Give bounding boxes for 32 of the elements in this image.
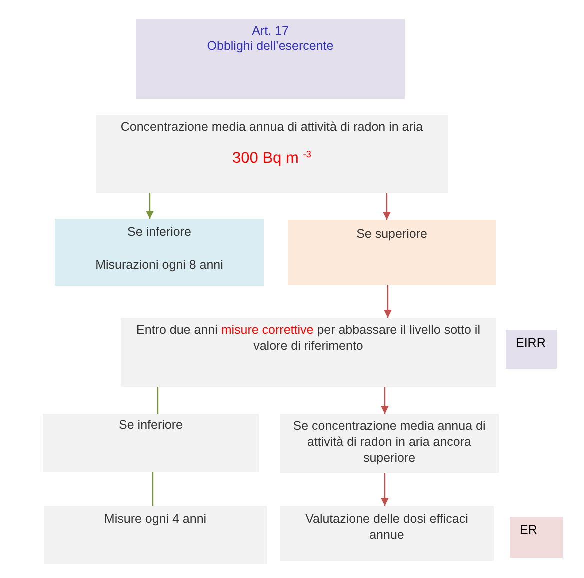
- outcome-box: [43, 414, 259, 472]
- outcome-box: [280, 414, 499, 473]
- box-text: Misure ogni 4 anni: [103, 511, 208, 527]
- arrow: [381, 387, 389, 414]
- tag-label: ER: [520, 522, 538, 538]
- box-heading: Se inferiore: [126, 224, 192, 240]
- box-heading: Se inferiore: [118, 417, 184, 433]
- box-text: Valutazione delle dosi efficaci annue: [304, 511, 470, 543]
- box-text: Se concentrazione media annua di attività di radon in aria ancora superiore: [292, 418, 487, 466]
- tag-box: [506, 330, 557, 369]
- arrow: [146, 193, 154, 219]
- outcome-box: [288, 220, 496, 285]
- connector-line: [157, 387, 159, 414]
- action-box: [280, 506, 494, 561]
- tag-box: [510, 517, 563, 558]
- header-box: [136, 19, 405, 99]
- box-text: Entro due anni misure correttive per abbassare il livello sotto il valore di riferimento: [136, 322, 482, 354]
- article-number: Art. 17: [251, 23, 290, 39]
- threshold-value: 300 Bq m $^{-3}$: [232, 149, 312, 169]
- article-title: Obblighi dell’esercente: [206, 38, 335, 54]
- action-box: [121, 318, 496, 387]
- outcome-box: [55, 219, 264, 286]
- tag-label: EIRR: [516, 335, 546, 351]
- arrow: [384, 285, 392, 318]
- arrow: [383, 193, 391, 220]
- arrow: [381, 473, 389, 506]
- box-text: Concentrazione media annua di attività di radon in aria: [120, 119, 424, 135]
- connector-line: [152, 472, 154, 506]
- box-text: Misurazioni ogni 8 anni: [94, 257, 224, 273]
- condition-box: [96, 115, 448, 193]
- box-heading: Se superiore: [356, 226, 428, 242]
- action-box: [44, 506, 267, 564]
